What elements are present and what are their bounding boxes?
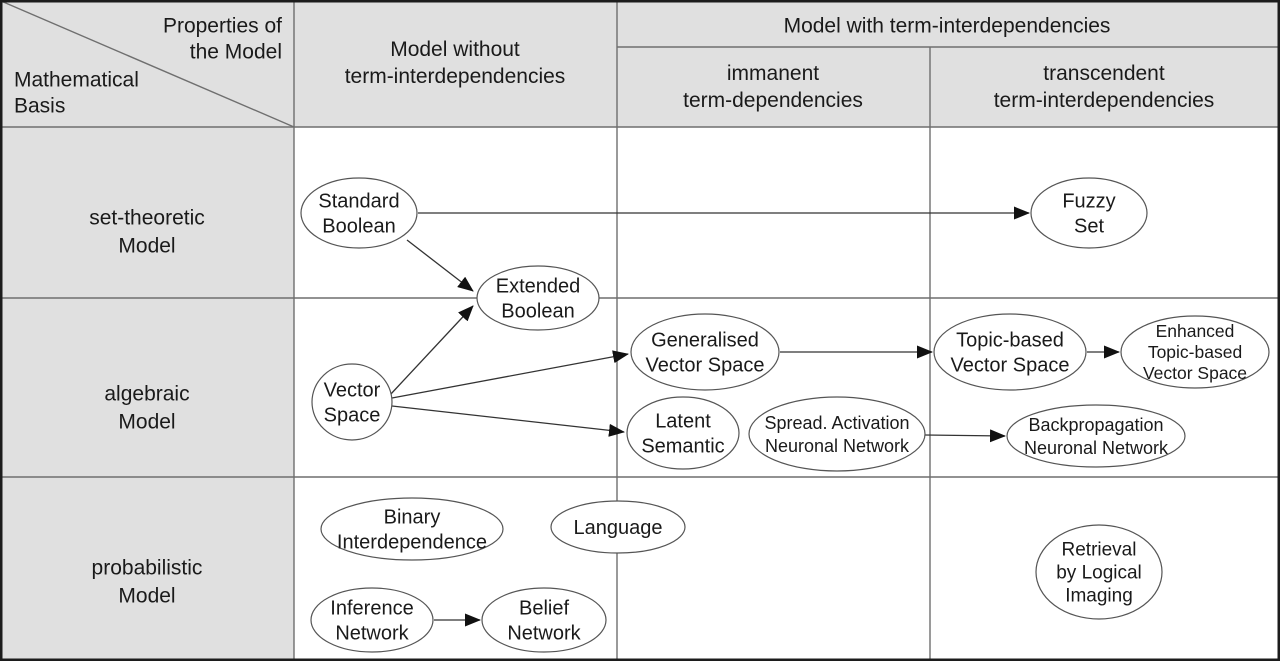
corner-diagonal-line: [0, 0, 295, 128]
node-ellipse-fuzzy-set: [1030, 177, 1148, 249]
arrow-vector-space-to-generalised-vector-space: [391, 350, 629, 399]
column-header-model-with: Model with term-interdependencies: [784, 14, 1111, 37]
node-ellipse-belief-network: [481, 587, 607, 653]
arrow-spread-activation-neuronal-network-to-backpropagation-neuronal-network: [924, 429, 1006, 443]
row-header-column-background: [0, 127, 294, 661]
header-row-background: [0, 0, 1280, 127]
node-ellipse-latent-semantic: [626, 396, 740, 470]
arrow-vector-space-to-extended-boolean: [389, 305, 474, 396]
node-ellipse-language: [550, 500, 686, 554]
node-ellipse-vector-space: [311, 363, 393, 441]
node-ellipse-inference-network: [310, 587, 434, 653]
node-ellipse-backpropagation-neuronal-network: [1006, 404, 1186, 468]
node-language: Language: [550, 500, 686, 554]
node-ellipse-enhanced-topic-based-vector-space: [1120, 315, 1270, 389]
node-ellipse-generalised-vector-space: [630, 313, 780, 391]
node-ellipse-binary-interdependence: [320, 497, 504, 561]
node-ellipse-topic-based-vector-space: [933, 313, 1087, 391]
node-ellipse-standard-boolean: [300, 177, 418, 249]
node-ellipse-extended-boolean: [476, 265, 600, 331]
node-label-language: Language: [574, 517, 663, 539]
node-ellipse-retrieval-by-logical-imaging: [1035, 524, 1163, 620]
node-ellipse-spread-activation-neuronal-network: [748, 396, 926, 472]
arrow-vector-space-to-latent-semantic: [391, 405, 625, 437]
arrow-standard-boolean-to-extended-boolean: [406, 239, 474, 292]
